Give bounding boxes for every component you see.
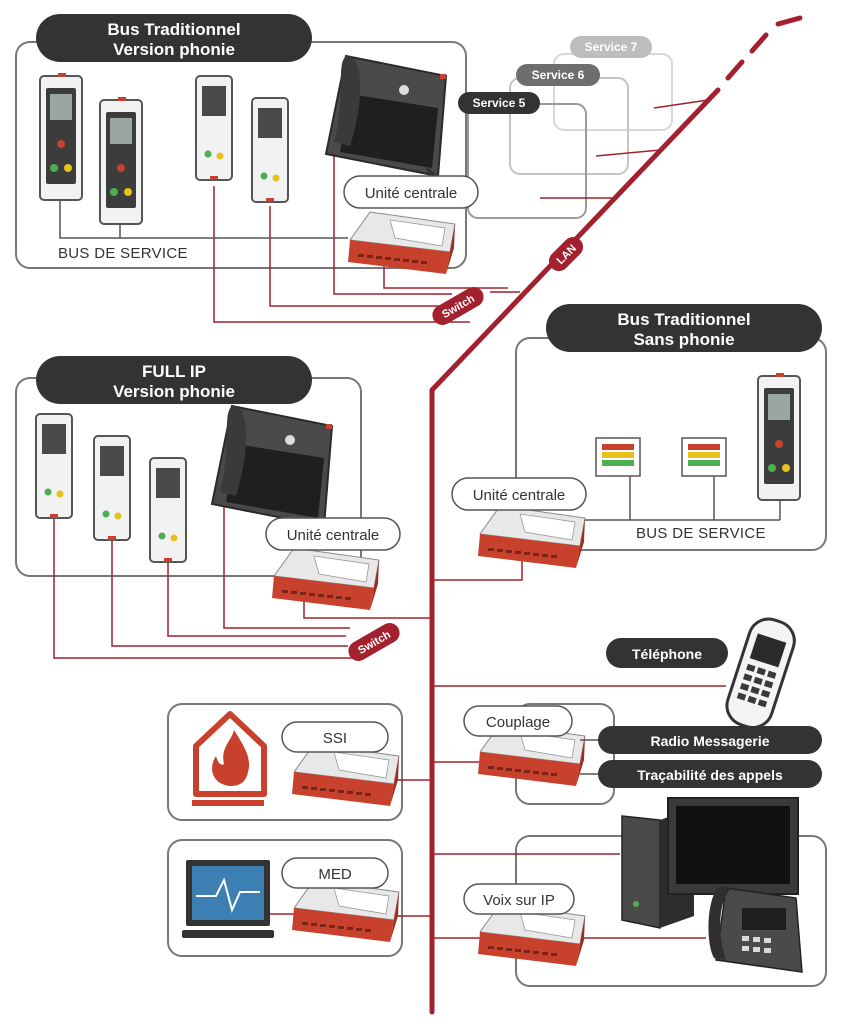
svg-text:Traçabilité des appels: Traçabilité des appels [637,767,783,783]
wall-terminal-icon [39,72,83,201]
title-full-ip: FULL IP Version phonie [36,356,312,404]
svg-text:Version phonie: Version phonie [113,40,235,59]
svg-text:Unité centrale: Unité centrale [287,527,380,544]
title-sans-phonie: Bus Traditionnel Sans phonie [546,304,822,352]
service-links [540,99,709,199]
fullip-wiring [53,500,432,659]
svg-text:Unité centrale: Unité centrale [473,487,566,504]
handset-terminal-icon [149,457,187,563]
fire-alarm-icon [192,711,267,806]
central-unit-device-icon [271,547,380,611]
unit-label-top: Unité centrale [343,175,479,209]
bus-label-sans-phonie: BUS DE SERVICE [636,525,766,542]
svg-text:Sans phonie: Sans phonie [633,330,734,349]
svg-text:FULL IP: FULL IP [142,362,206,381]
couplage-pill: Couplage [463,705,573,737]
svg-text:Téléphone: Téléphone [632,646,702,662]
tracabilite-pill: Traçabilité des appels [598,760,822,788]
svg-text:MED: MED [318,866,352,883]
title-bus-phonie: Bus Traditionnel Version phonie [36,14,312,62]
svg-text:Couplage: Couplage [486,714,550,731]
handset-terminal-icon [195,75,233,181]
central-unit-device-icon [477,505,586,569]
top-group-wiring [213,150,520,323]
svg-text:Service 6: Service 6 [532,68,585,82]
desk-phone-icon [708,886,803,973]
radio-messagerie-pill: Radio Messagerie [598,726,822,754]
unit-label-sans-phonie: Unité centrale [451,477,587,511]
svg-text:Service 5: Service 5 [473,96,526,110]
telephone-pill: Téléphone [606,638,728,668]
svg-text:SSI: SSI [323,730,347,747]
svg-text:Bus Traditionnel: Bus Traditionnel [617,310,750,329]
voix-ip-pill: Voix sur IP [463,883,575,915]
handset-terminal-icon [251,97,289,203]
monitor-icon [182,860,274,938]
service-5-pill: Service 5 [458,92,540,114]
service-7-pill: Service 7 [570,36,652,58]
mobile-telephone-icon [725,617,796,729]
handset-terminal-icon [35,413,73,519]
ssi-pill: SSI [281,721,389,753]
med-pill: MED [281,857,389,889]
wall-terminal-icon [757,372,801,501]
svg-text:Bus Traditionnel: Bus Traditionnel [107,20,240,39]
svg-text:Unité centrale: Unité centrale [365,185,458,202]
wall-terminal-icon [99,96,143,225]
lan-backbone [429,15,803,1015]
svg-text:Version phonie: Version phonie [113,382,235,401]
service-5-box [467,103,587,219]
indicator-panel-icon [681,437,727,477]
indicator-panel-icon [595,437,641,477]
svg-text:Service 7: Service 7 [585,40,638,54]
unit-label-fullip: Unité centrale [265,517,401,551]
svg-text:Radio Messagerie: Radio Messagerie [650,733,769,749]
handset-terminal-icon [93,435,131,541]
switch-tag-mid: Switch [348,623,400,661]
svg-text:Voix sur IP: Voix sur IP [483,892,555,909]
bus-label-top: BUS DE SERVICE [58,245,188,262]
service-6-pill: Service 6 [516,64,600,86]
sans-phonie-wiring [432,560,523,581]
peripheral-links [260,685,726,939]
lan-tag: LAN [548,236,584,272]
desktop-computer-icon [621,797,799,929]
